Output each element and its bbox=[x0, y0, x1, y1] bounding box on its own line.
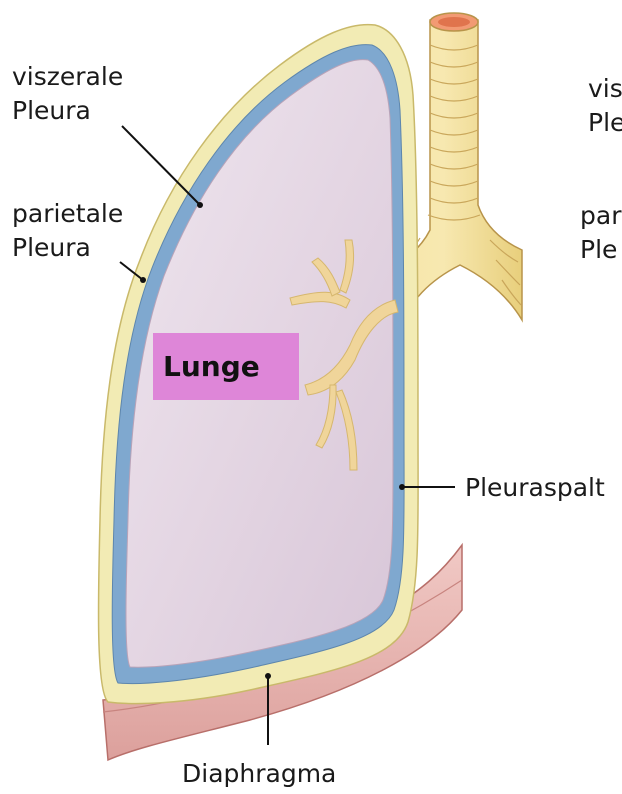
label-diaphragma: Diaphragma bbox=[182, 757, 336, 791]
label-parietal-pleura-right-line2: Ple bbox=[580, 233, 621, 267]
label-parietal-pleura: parietale Pleura bbox=[12, 197, 123, 265]
label-visceral-pleura-right: vis Ple bbox=[588, 72, 622, 140]
label-parietal-pleura-right-line1: par bbox=[580, 199, 621, 233]
lung-label: Lunge bbox=[153, 333, 299, 400]
label-visceral-pleura: viszerale Pleura bbox=[12, 60, 123, 128]
label-parietal-pleura-line2: Pleura bbox=[12, 231, 123, 265]
label-visceral-pleura-right-line2: Ple bbox=[588, 106, 622, 140]
label-visceral-pleura-line2: Pleura bbox=[12, 94, 123, 128]
label-visceral-pleura-line1: viszerale bbox=[12, 60, 123, 94]
label-visceral-pleura-right-line1: vis bbox=[588, 72, 622, 106]
label-parietal-pleura-line1: parietale bbox=[12, 197, 123, 231]
label-parietal-pleura-right: par Ple bbox=[580, 199, 621, 267]
label-pleuraspalt: Pleuraspalt bbox=[465, 471, 605, 505]
